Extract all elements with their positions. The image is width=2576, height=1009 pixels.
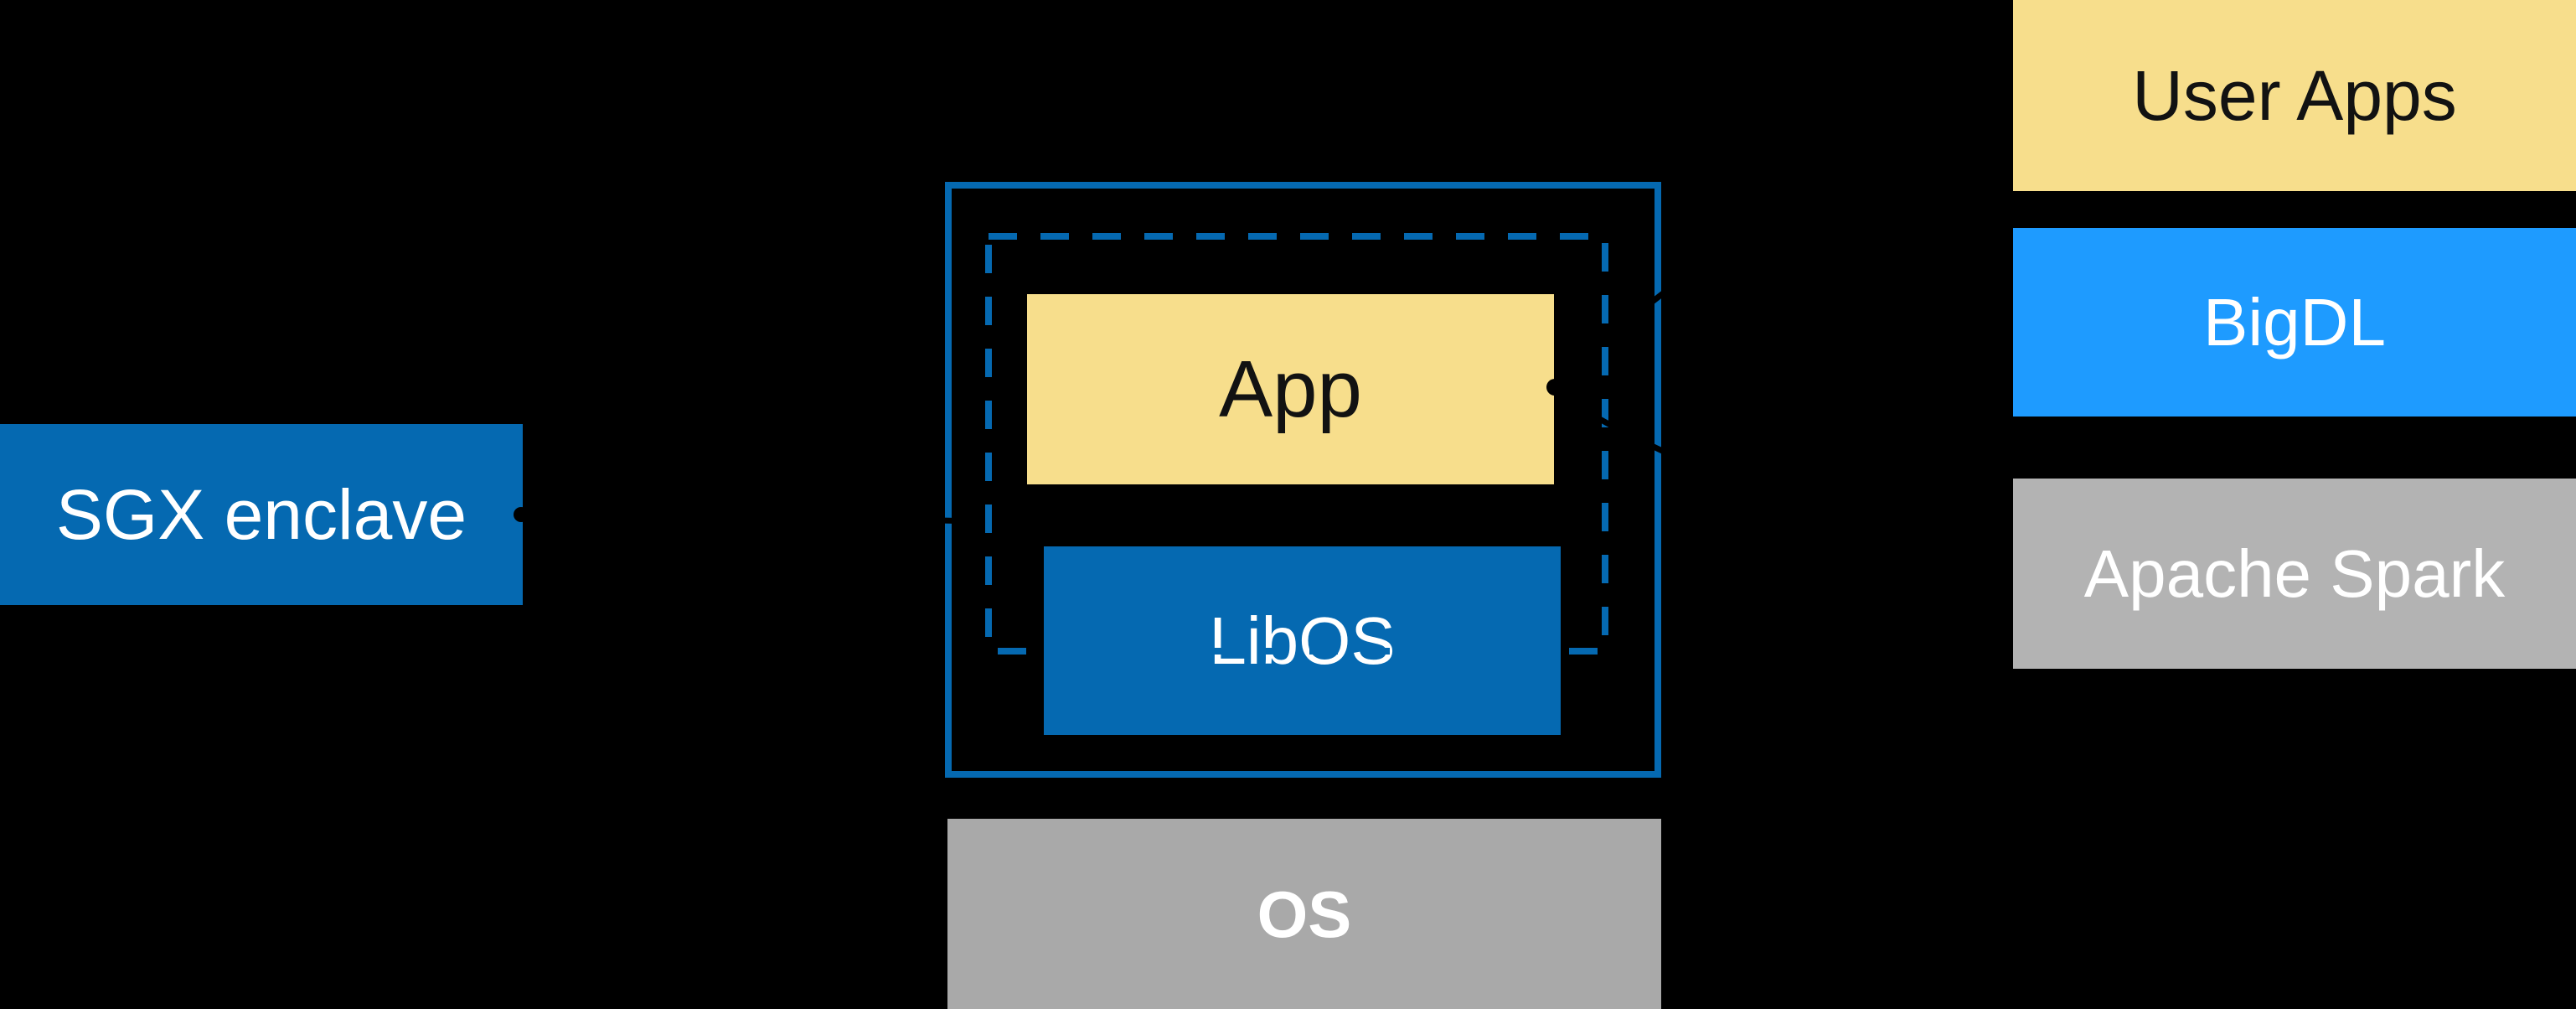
- sgx-enclave-label: SGX enclave: [55, 475, 467, 554]
- libos-box: LibOS: [1044, 546, 1561, 735]
- sgx-enclave-box: SGX enclave: [0, 424, 523, 605]
- libos-label: LibOS: [1209, 603, 1396, 678]
- app-box: App: [1027, 294, 1554, 484]
- user-apps-label: User Apps: [2132, 56, 2457, 135]
- bigdl-label: BigDL: [2203, 284, 2386, 360]
- apache-spark-box: Apache Spark: [2013, 479, 2576, 669]
- sgx-connector-line: [527, 511, 979, 525]
- app-label: App: [1219, 344, 1362, 434]
- user-apps-to-app-line: [1556, 89, 2009, 385]
- apache-spark-label: Apache Spark: [2083, 536, 2506, 611]
- spark-to-app-line: [1556, 391, 2009, 582]
- os-label: OS: [1257, 877, 1352, 951]
- os-box: OS: [947, 819, 1661, 1009]
- bigdl-box: BigDL: [2013, 228, 2576, 417]
- user-apps-box: User Apps: [2013, 0, 2576, 191]
